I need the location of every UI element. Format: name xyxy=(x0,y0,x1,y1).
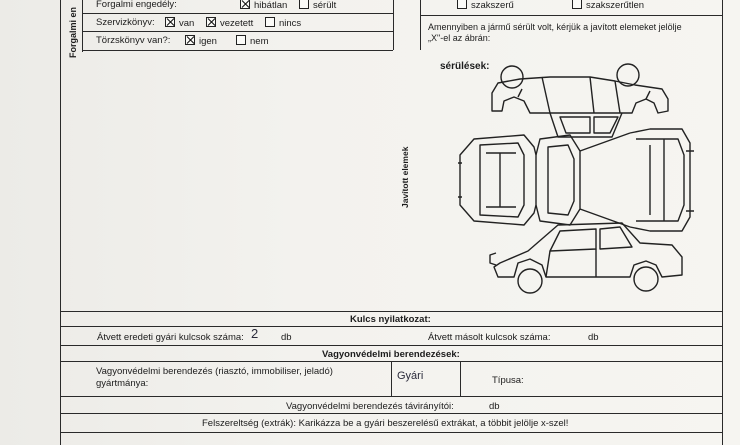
frame-left-outer xyxy=(60,0,61,445)
security-top-line xyxy=(60,345,722,346)
szerviz-nincs-checkbox[interactable] xyxy=(265,17,275,27)
torzs-opt2-label: nem xyxy=(250,36,269,47)
security-col-2 xyxy=(460,361,461,396)
keys-copy-unit: db xyxy=(588,332,599,343)
torzs-opt2-wrap[interactable]: nem xyxy=(236,35,268,47)
instruction-line-2: „X"-el az ábrán: xyxy=(428,33,491,43)
keys-title: Kulcs nyilatkozat: xyxy=(350,314,431,325)
frame-right-line xyxy=(722,0,723,445)
torzs-igen-checkbox[interactable] xyxy=(185,35,195,45)
row-line-3 xyxy=(82,50,393,51)
torzs-label: Törzskönyv van?: xyxy=(96,35,171,46)
forgalmi-opt1-label: hibátlan xyxy=(254,0,288,11)
szakszeru-label: szakszerű xyxy=(471,0,514,11)
car-side-top xyxy=(491,63,669,138)
mid-divider xyxy=(393,0,394,50)
torzs-nem-checkbox[interactable] xyxy=(236,35,246,45)
forgalmi-hibatlan-checkbox[interactable] xyxy=(240,0,250,9)
frame-left-line xyxy=(82,0,83,52)
szakszeru-checkbox[interactable] xyxy=(457,0,467,9)
szerviz-opt3-wrap[interactable]: nincs xyxy=(265,17,301,29)
security-bottom-line xyxy=(60,396,722,397)
keys-title-line xyxy=(60,326,722,327)
car-side-bottom xyxy=(489,222,683,294)
security-col-1 xyxy=(391,361,392,396)
row-line-1 xyxy=(82,13,393,14)
extras-title: Felszereltség (extrák): Karikázza be a g… xyxy=(202,418,569,429)
szakszerutlen-wrap[interactable]: szakszerűtlen xyxy=(572,0,644,11)
szerviz-label: Szervizkönyv: xyxy=(96,17,155,28)
security-type-label: Típusa: xyxy=(492,375,524,386)
keys-original-value[interactable]: 2 xyxy=(251,326,259,341)
szerviz-vezetett-checkbox[interactable] xyxy=(206,17,216,27)
extras-top-line xyxy=(60,413,722,414)
security-maker-value[interactable]: Gyári xyxy=(397,370,424,382)
szerviz-opt2-label: vezetett xyxy=(220,18,254,29)
szerviz-opt1-wrap[interactable]: van xyxy=(165,17,194,29)
keys-original-label: Átvett eredeti gyári kulcsok száma: xyxy=(97,332,244,343)
szakszerutlen-checkbox[interactable] xyxy=(572,0,582,9)
extras-title-line xyxy=(60,432,722,433)
szakszeru-wrap[interactable]: szakszerű xyxy=(457,0,514,11)
szerviz-opt1-label: van xyxy=(179,18,195,29)
security-remote-label: Vagyonvédelmi berendezés távirányítói: xyxy=(286,401,454,412)
security-title: Vagyonvédelmi berendezések: xyxy=(322,349,460,360)
forgalmi-opt2-wrap[interactable]: sérült xyxy=(299,0,336,11)
szerviz-opt2-wrap[interactable]: vezetett xyxy=(206,17,253,29)
security-maker-label-2: gyártmánya: xyxy=(96,378,149,389)
security-remote-unit: db xyxy=(489,401,500,412)
szerviz-van-checkbox[interactable] xyxy=(165,17,175,27)
repaired-label: Javított elemek xyxy=(400,146,410,208)
szerviz-opt3-label: nincs xyxy=(279,18,302,29)
keys-top-line xyxy=(60,311,722,312)
right-row-line xyxy=(420,15,722,16)
damage-label: sérülések: xyxy=(440,61,490,72)
security-maker-label-1: Vagyonvédelmi berendezés (riasztó, immob… xyxy=(96,366,333,377)
car-top-view xyxy=(458,128,694,232)
keys-copy-label: Átvett másolt kulcsok száma: xyxy=(428,332,551,343)
szakszerutlen-label: szakszerűtlen xyxy=(586,0,645,11)
mid-divider-2 xyxy=(420,0,421,50)
torzs-opt1-label: igen xyxy=(199,36,217,47)
instruction-line-1: Amennyiben a jármű sérült volt, kérjük a… xyxy=(428,22,682,32)
forgalmi-serult-checkbox[interactable] xyxy=(299,0,309,9)
side-label: Forgalmi en xyxy=(68,6,78,58)
keys-original-unit: db xyxy=(281,332,292,343)
row-line-2 xyxy=(82,31,393,32)
forgalmi-opt1-wrap[interactable]: hibátlan xyxy=(240,0,287,11)
torzs-opt1-wrap[interactable]: igen xyxy=(185,35,217,47)
car-damage-diagram[interactable] xyxy=(450,55,700,305)
forgalmi-label: Forgalmi engedély: xyxy=(96,0,177,10)
forgalmi-opt2-label: sérült xyxy=(313,0,337,11)
